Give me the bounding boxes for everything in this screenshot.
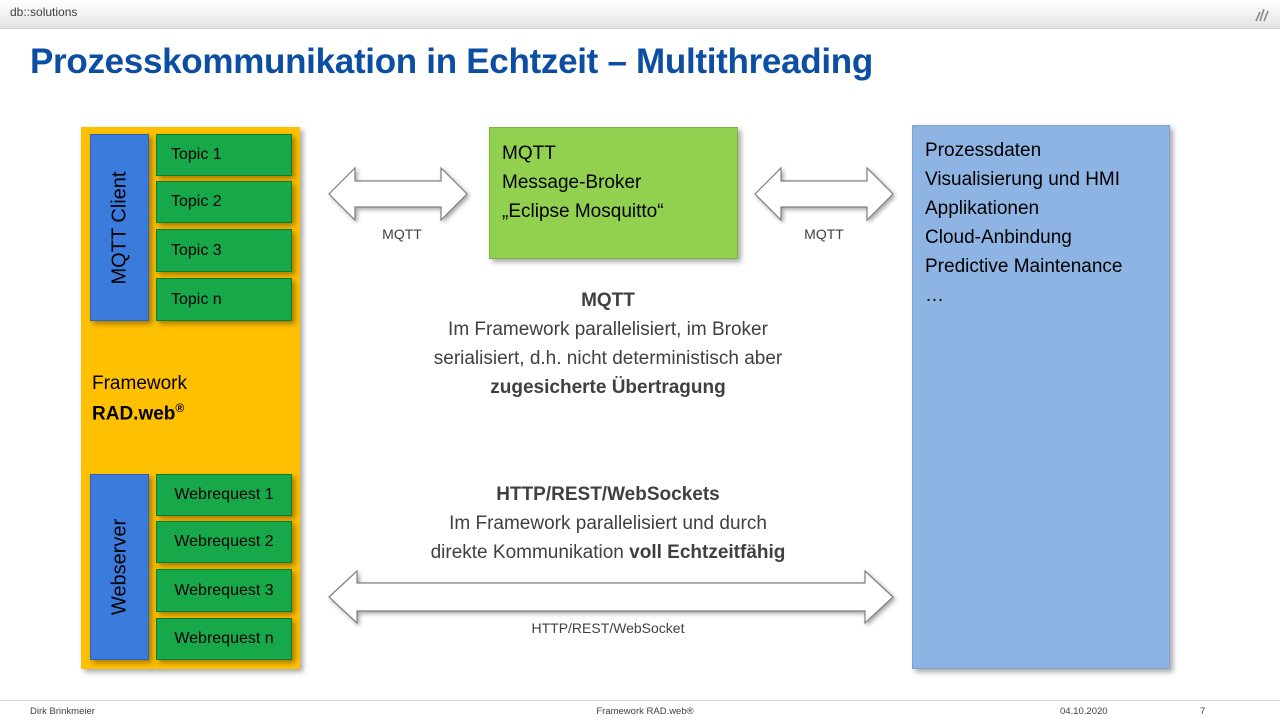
webrequest-box: Webrequest 2 xyxy=(156,521,292,563)
http-desc-line: direkte Kommunikation xyxy=(430,542,630,563)
target-item: Predictive Maintenance xyxy=(925,256,1123,277)
footer-author: Dirk Brinkmeier xyxy=(30,706,95,717)
mqtt-desc-emphasis: zugesicherte Übertragung xyxy=(490,377,726,398)
target-item: Applikationen xyxy=(925,198,1040,219)
http-description: HTTP/REST/WebSockets Im Framework parall… xyxy=(368,480,848,567)
targets-panel: Prozessdaten Visualisierung und HMI Appl… xyxy=(912,125,1170,669)
brand-label: db::solutions xyxy=(10,5,78,19)
topic-label: Topic n xyxy=(171,290,222,308)
topic-box: Topic 2 xyxy=(156,181,292,223)
framework-label-line1: Framework xyxy=(92,373,188,394)
webserver-label: Webserver xyxy=(108,518,130,616)
topic-box: Topic 1 xyxy=(156,134,292,176)
http-desc-line: Im Framework parallelisiert und durch xyxy=(449,513,767,534)
target-item: Visualisierung und HMI xyxy=(925,169,1121,190)
bars-logo-icon xyxy=(1255,8,1269,22)
framework-label-product: RAD.web xyxy=(92,403,176,425)
http-arrow-caption: HTTP/REST/WebSocket xyxy=(531,620,685,636)
broker-line: „Eclipse Mosquitto“ xyxy=(502,201,664,222)
topic-box: Topic 3 xyxy=(156,229,292,272)
footer-date: 04.10.2020 xyxy=(1060,706,1108,717)
left-arrow-caption: MQTT xyxy=(382,226,422,242)
broker-line: MQTT xyxy=(502,143,556,164)
http-desc-heading: HTTP/REST/WebSockets xyxy=(496,484,720,505)
webrequest-box: Webrequest 3 xyxy=(156,569,292,612)
mqtt-desc-heading: MQTT xyxy=(581,290,635,311)
http-desc-emphasis: voll Echtzeitfähig xyxy=(629,542,786,563)
webrequest-label: Webrequest 1 xyxy=(174,486,274,503)
target-item: … xyxy=(925,285,944,306)
right-mqtt-arrow-icon xyxy=(754,166,894,222)
mqtt-client-bar: MQTT Client xyxy=(90,134,149,321)
footer xyxy=(0,700,1280,721)
mqtt-client-label: MQTT Client xyxy=(108,171,130,284)
webrequest-box: Webrequest 1 xyxy=(156,474,292,516)
topic-box: Topic n xyxy=(156,278,292,321)
left-mqtt-arrow-icon xyxy=(328,166,468,222)
message-broker-box: MQTT Message-Broker „Eclipse Mosquitto“ xyxy=(489,127,738,259)
mqtt-description: MQTT Im Framework parallelisiert, im Bro… xyxy=(368,286,848,402)
topic-label: Topic 3 xyxy=(171,241,222,259)
topic-label: Topic 1 xyxy=(171,146,222,163)
target-item: Prozessdaten xyxy=(925,140,1042,161)
webrequest-label: Webrequest 3 xyxy=(174,581,274,599)
http-arrow-icon xyxy=(328,569,894,625)
webrequest-box: Webrequest n xyxy=(156,618,292,660)
framework-label: Framework RAD.web® xyxy=(92,371,187,426)
mqtt-desc-line: serialisiert, d.h. nicht deterministisch… xyxy=(433,348,783,369)
webrequest-label: Webrequest n xyxy=(174,630,274,647)
slide-title: Prozesskommunikation in Echtzeit – Multi… xyxy=(30,42,873,81)
top-bar xyxy=(0,0,1280,29)
registered-mark: ® xyxy=(175,401,185,415)
webrequest-label: Webrequest 2 xyxy=(174,533,274,550)
footer-center: Framework RAD.web® xyxy=(596,706,694,717)
webserver-bar: Webserver xyxy=(90,474,149,660)
right-arrow-caption: MQTT xyxy=(804,226,844,242)
target-item: Cloud-Anbindung xyxy=(925,227,1072,248)
mqtt-desc-line: Im Framework parallelisiert, im Broker xyxy=(448,319,768,340)
broker-line: Message-Broker xyxy=(502,172,642,193)
topic-label: Topic 2 xyxy=(171,193,222,210)
footer-page-number: 7 xyxy=(1200,706,1206,717)
